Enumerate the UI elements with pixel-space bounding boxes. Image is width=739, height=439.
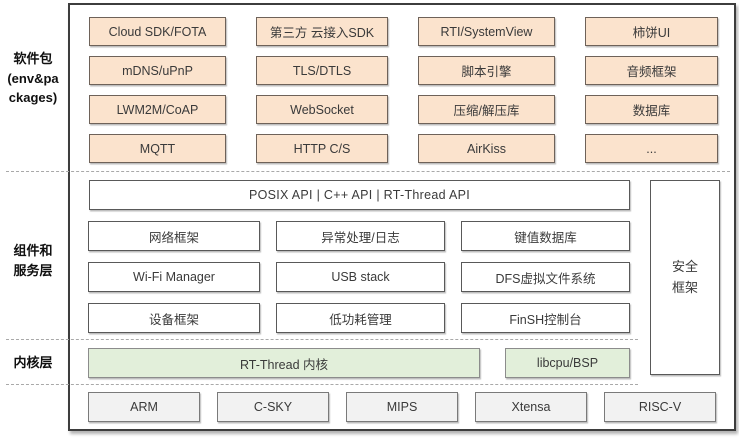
security-framework-line2: 框架 xyxy=(671,279,698,295)
package-box-mdns: mDNS/uPnP xyxy=(89,56,226,85)
component-box-dfs: DFS虚拟文件系统 xyxy=(461,262,630,292)
package-box-cloud-sdk: Cloud SDK/FOTA xyxy=(89,17,226,46)
component-box-usb-stack: USB stack xyxy=(276,262,445,292)
arch-box-riscv: RISC-V xyxy=(604,392,716,422)
package-box-compress: 压缩/解压库 xyxy=(418,95,555,124)
package-box-airkiss: AirKiss xyxy=(418,134,555,163)
package-box-3rd-cloud: 第三方 云接入SDK xyxy=(256,17,388,46)
kernel-box: RT-Thread 内核 xyxy=(88,348,480,378)
layer-label-packages-line2: (env&pa xyxy=(7,70,59,86)
layer-label-packages-line1: 软件包 xyxy=(13,51,53,66)
component-box-finsh: FinSH控制台 xyxy=(461,303,630,333)
layer-label-packages-line3: ckages) xyxy=(8,90,58,105)
layer-label-packages: 软件包 (env&pa ckages) xyxy=(0,49,66,108)
packages-grid: Cloud SDK/FOTA 第三方 云接入SDK RTI/SystemView… xyxy=(89,17,718,163)
layer-label-components: 组件和 服务层 xyxy=(0,241,66,280)
layer-label-kernel-line1: 内核层 xyxy=(13,355,53,370)
package-box-audio: 音频框架 xyxy=(585,56,718,85)
package-box-http: HTTP C/S xyxy=(256,134,388,163)
arch-box-csky: C-SKY xyxy=(217,392,329,422)
security-framework-box: 安全 框架 xyxy=(650,180,720,375)
package-box-systemview: RTI/SystemView xyxy=(418,17,555,46)
component-box-wifi-mgr: Wi-Fi Manager xyxy=(88,262,260,292)
package-box-lwm2m: LWM2M/CoAP xyxy=(89,95,226,124)
package-box-more: ... xyxy=(585,134,718,163)
arch-row: ARM C-SKY MIPS Xtensa RISC-V xyxy=(88,392,716,422)
component-box-device-fw: 设备框架 xyxy=(88,303,260,333)
layer-label-components-line2: 服务层 xyxy=(13,262,53,278)
layer-label-components-line1: 组件和 xyxy=(13,243,53,258)
arch-box-arm: ARM xyxy=(88,392,200,422)
divider-packages-components xyxy=(6,171,730,172)
component-box-low-power: 低功耗管理 xyxy=(276,303,445,333)
components-grid: 网络框架 异常处理/日志 键值数据库 Wi-Fi Manager USB sta… xyxy=(88,221,630,333)
package-box-script: 脚本引擎 xyxy=(418,56,555,85)
component-box-exception: 异常处理/日志 xyxy=(276,221,445,251)
package-box-persim-ui: 柿饼UI xyxy=(585,17,718,46)
component-box-network: 网络框架 xyxy=(88,221,260,251)
component-box-kv-db: 键值数据库 xyxy=(461,221,630,251)
api-bar: POSIX API | C++ API | RT-Thread API xyxy=(89,180,630,210)
divider-kernel-arch xyxy=(6,384,638,385)
package-box-database: 数据库 xyxy=(585,95,718,124)
libcpu-bsp-box: libcpu/BSP xyxy=(505,348,630,378)
divider-components-kernel xyxy=(6,339,638,340)
package-box-websocket: WebSocket xyxy=(256,95,388,124)
arch-box-mips: MIPS xyxy=(346,392,458,422)
diagram-outer-border xyxy=(68,3,736,431)
security-framework-line1: 安全 xyxy=(671,259,698,275)
package-box-tls: TLS/DTLS xyxy=(256,56,388,85)
package-box-mqtt: MQTT xyxy=(89,134,226,163)
arch-box-xtensa: Xtensa xyxy=(475,392,587,422)
layer-label-kernel: 内核层 xyxy=(0,353,66,373)
